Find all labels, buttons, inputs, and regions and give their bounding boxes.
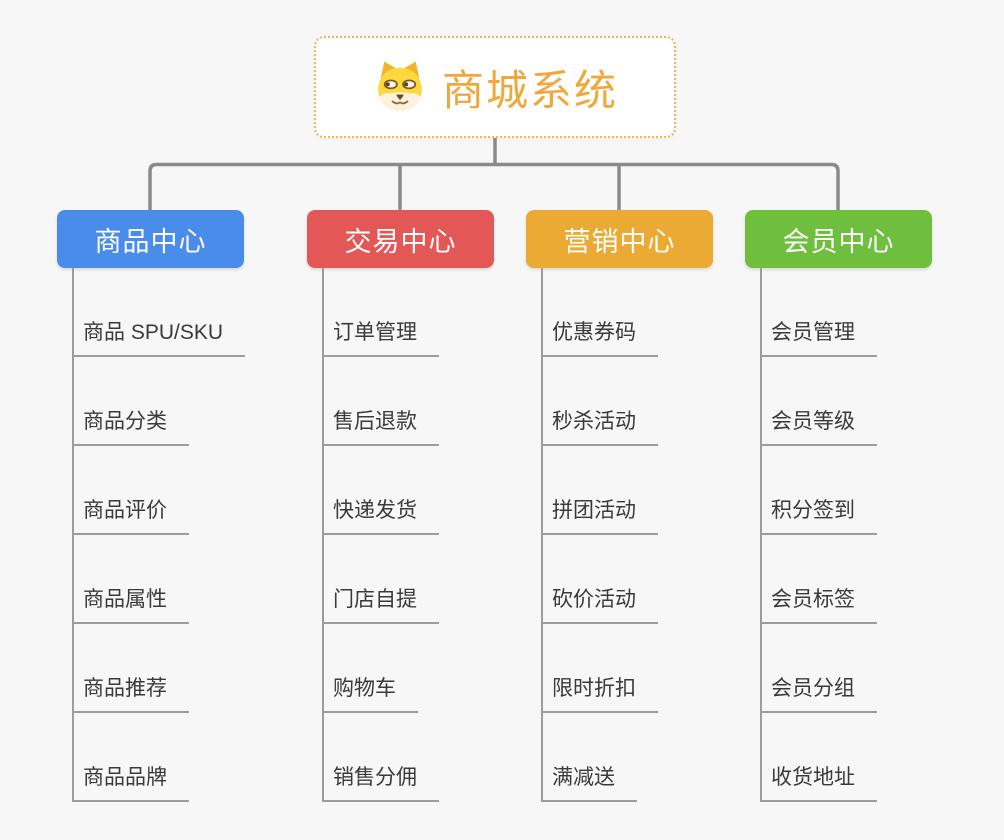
node-label[interactable]: 商品推荐 [72, 672, 189, 713]
node-label[interactable]: 商品 SPU/SKU [72, 316, 246, 357]
branch-trade: 交易中心 订单管理 售后退款 快递发货 门店自提 购物车 销售分佣 [307, 210, 494, 802]
node-label[interactable]: 购物车 [322, 672, 418, 713]
node-item: 优惠券码 [526, 268, 713, 357]
node-label[interactable]: 秒杀活动 [541, 405, 658, 446]
node-item: 商品推荐 [57, 624, 244, 713]
doge-face-icon [378, 61, 422, 112]
node-item: 会员标签 [745, 535, 932, 624]
node-item: 商品品牌 [57, 713, 244, 802]
node-label[interactable]: 优惠券码 [541, 316, 658, 357]
node-item: 收货地址 [745, 713, 932, 802]
node-item: 会员分组 [745, 624, 932, 713]
node-label[interactable]: 商品评价 [72, 494, 189, 535]
node-item: 会员管理 [745, 268, 932, 357]
branch-header-members[interactable]: 会员中心 [745, 210, 932, 268]
node-item: 快递发货 [307, 446, 494, 535]
node-label[interactable]: 会员管理 [760, 316, 877, 357]
node-label[interactable]: 拼团活动 [541, 494, 658, 535]
node-label[interactable]: 商品品牌 [72, 761, 189, 802]
node-item: 商品分类 [57, 357, 244, 446]
branch-vline [72, 268, 74, 802]
root-node[interactable]: 商城系统 [314, 36, 676, 138]
node-item: 满减送 [526, 713, 713, 802]
branch-products: 商品中心 商品 SPU/SKU 商品分类 商品评价 商品属性 商品推荐 商品品牌 [57, 210, 246, 802]
node-label[interactable]: 商品属性 [72, 583, 189, 624]
node-label[interactable]: 会员标签 [760, 583, 877, 624]
node-item: 购物车 [307, 624, 494, 713]
node-label[interactable]: 快递发货 [322, 494, 439, 535]
node-label[interactable]: 会员等级 [760, 405, 877, 446]
node-label[interactable]: 订单管理 [322, 316, 439, 357]
branch-header-marketing[interactable]: 营销中心 [526, 210, 713, 268]
branch-members: 会员中心 会员管理 会员等级 积分签到 会员标签 会员分组 收货地址 [745, 210, 932, 802]
branch-header-products[interactable]: 商品中心 [57, 210, 244, 268]
node-item: 秒杀活动 [526, 357, 713, 446]
node-label[interactable]: 积分签到 [760, 494, 877, 535]
node-item: 限时折扣 [526, 624, 713, 713]
node-item: 销售分佣 [307, 713, 494, 802]
node-item: 商品 SPU/SKU [57, 268, 246, 357]
node-item: 门店自提 [307, 535, 494, 624]
node-item: 商品评价 [57, 446, 244, 535]
root-title: 商城系统 [441, 66, 618, 114]
branch-items: 订单管理 售后退款 快递发货 门店自提 购物车 销售分佣 [307, 268, 494, 802]
node-item: 会员等级 [745, 357, 932, 446]
node-label[interactable]: 门店自提 [322, 583, 439, 624]
node-label[interactable]: 会员分组 [760, 672, 877, 713]
node-item: 商品属性 [57, 535, 244, 624]
branch-header-trade[interactable]: 交易中心 [307, 210, 494, 268]
branch-items: 商品 SPU/SKU 商品分类 商品评价 商品属性 商品推荐 商品品牌 [57, 268, 246, 802]
node-label[interactable]: 销售分佣 [322, 761, 439, 802]
branch-items: 会员管理 会员等级 积分签到 会员标签 会员分组 收货地址 [745, 268, 932, 802]
branch-vline [760, 268, 762, 802]
branch-marketing: 营销中心 优惠券码 秒杀活动 拼团活动 砍价活动 限时折扣 满减送 [526, 210, 713, 802]
branch-vline [541, 268, 543, 802]
node-label[interactable]: 限时折扣 [541, 672, 658, 713]
node-label[interactable]: 售后退款 [322, 405, 439, 446]
branch-vline [322, 268, 324, 802]
node-label[interactable]: 收货地址 [760, 761, 877, 802]
node-label[interactable]: 满减送 [541, 761, 637, 802]
node-item: 砍价活动 [526, 535, 713, 624]
node-item: 积分签到 [745, 446, 932, 535]
node-item: 订单管理 [307, 268, 494, 357]
node-label[interactable]: 商品分类 [72, 405, 189, 446]
branch-items: 优惠券码 秒杀活动 拼团活动 砍价活动 限时折扣 满减送 [526, 268, 713, 802]
node-label[interactable]: 砍价活动 [541, 583, 658, 624]
branch-bus-line [148, 162, 840, 210]
node-item: 拼团活动 [526, 446, 713, 535]
node-item: 售后退款 [307, 357, 494, 446]
